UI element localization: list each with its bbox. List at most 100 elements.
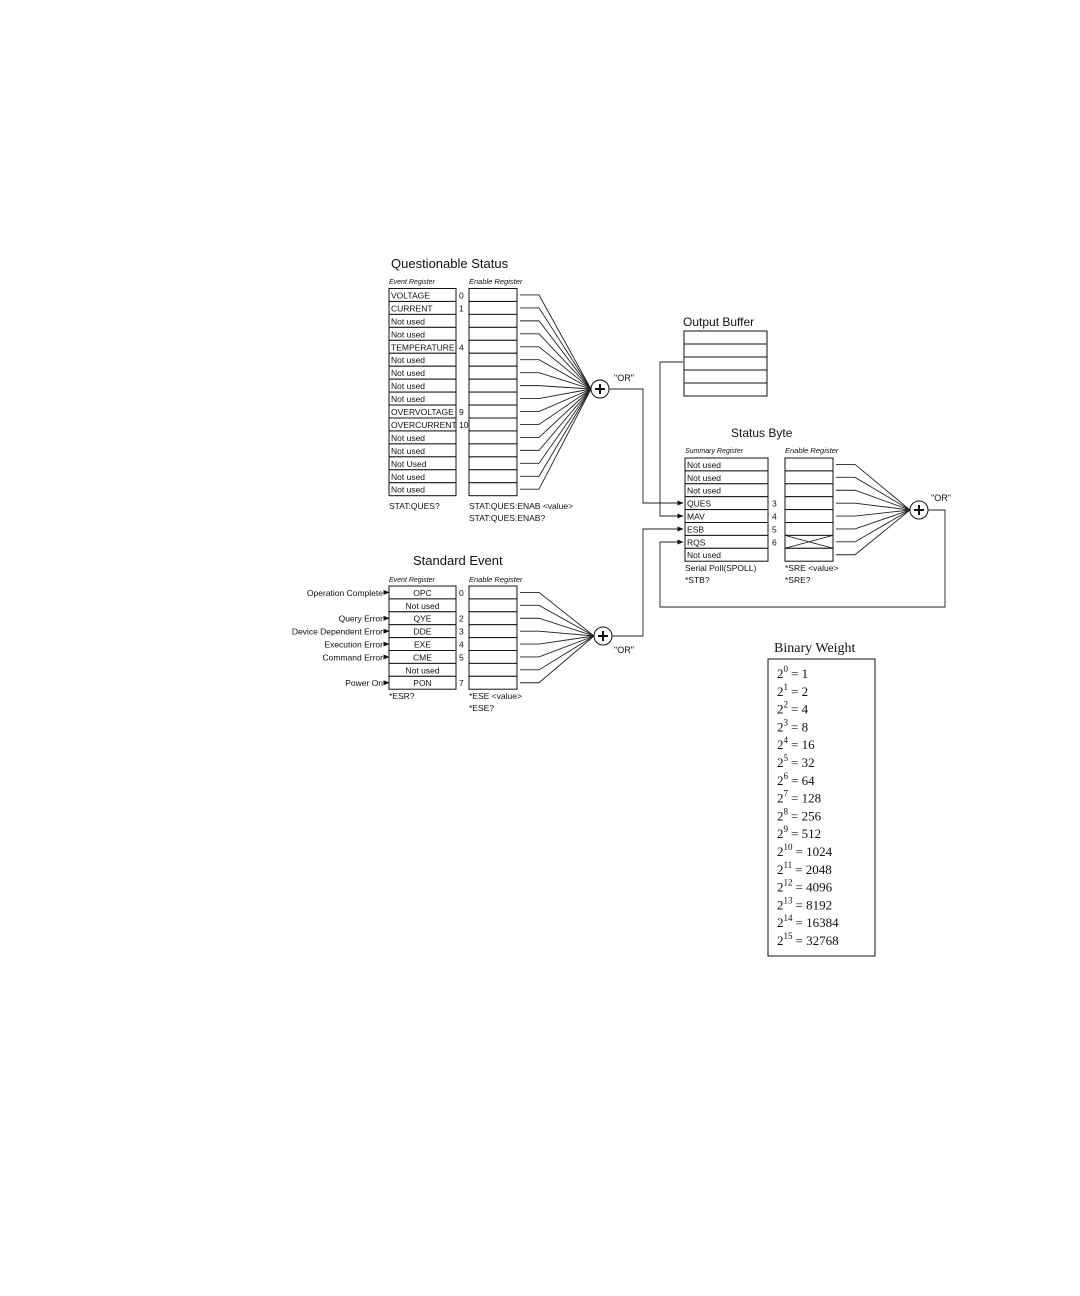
ques-enable-cell (468, 288, 518, 302)
std-event-bit-name: DDE (414, 627, 432, 637)
std-event-or-wire (520, 635, 595, 671)
binary-weight-row: 28= 256 (777, 806, 822, 823)
esb-wire (612, 526, 684, 637)
binary-weight-row: 26= 64 (777, 771, 815, 788)
std-event-input-label: Operation Complete (307, 588, 383, 598)
binary-weight-row: 213= 8192 (777, 895, 832, 912)
std-event-enable-cell (468, 675, 518, 690)
binary-weight-row: 214= 16384 (777, 913, 839, 930)
weight-value: = 16 (791, 737, 815, 752)
weight-value: = 256 (791, 808, 822, 823)
status-byte-bit-number: 5 (772, 524, 777, 534)
ques-or-wire (520, 388, 592, 490)
ques-or-wire (520, 388, 592, 438)
status-byte-enable-cell (784, 522, 834, 536)
weight-exponent: 4 (784, 735, 789, 745)
weight-value: = 4096 (796, 880, 833, 895)
status-byte-enable-cell (784, 483, 834, 498)
weight-exponent: 12 (784, 878, 793, 888)
status-byte-or-wire (836, 509, 911, 517)
std-event-enable-cell (468, 650, 518, 664)
std-event-or-wire (520, 617, 595, 637)
ques-or-wire (520, 388, 592, 412)
weight-base: 2 (777, 826, 784, 841)
binary-weight-box (767, 658, 876, 957)
ques-or-wire (520, 388, 592, 477)
std-event-bit-name: OPC (413, 588, 431, 598)
ques-bit-name: Not used (391, 368, 425, 378)
weight-base: 2 (777, 844, 784, 859)
ques-or-wire (520, 346, 592, 390)
status-byte-or-label: "OR" (931, 493, 951, 503)
binary-weight-row: 24= 16 (777, 735, 815, 752)
std-event-enable-cell (468, 637, 518, 651)
ques-bit-number: 0 (459, 290, 464, 300)
ques-enable-cell (468, 326, 518, 341)
ques-or-wire (520, 388, 592, 451)
weight-value: = 1024 (796, 844, 833, 859)
weight-exponent: 5 (784, 753, 789, 763)
weight-base: 2 (777, 773, 784, 788)
weight-base: 2 (777, 755, 784, 770)
ques-or-wire (520, 388, 592, 425)
output-buffer-slot (683, 356, 768, 371)
std-event-input-label: Command Error (323, 652, 384, 662)
status-byte-bit-name: RQS (687, 537, 706, 547)
weight-base: 2 (777, 897, 784, 912)
binary-weight-title: Binary Weight (774, 641, 856, 656)
binary-weight-group: Binary Weight 20= 121= 222= 423= 824= 16… (767, 641, 876, 957)
weight-exponent: 13 (784, 895, 794, 905)
std-event-or-wire (520, 592, 595, 637)
weight-base: 2 (777, 737, 784, 752)
weight-value: = 32768 (796, 933, 839, 948)
ques-bit-name: TEMPERATURE (391, 342, 455, 352)
std-event-bit-number: 3 (459, 627, 464, 637)
status-byte-group: Status Byte Summary Register Enable Regi… (684, 426, 951, 585)
weight-value: = 2 (791, 684, 808, 699)
ques-bit-name: Not used (391, 446, 425, 456)
weight-value: = 4 (791, 702, 809, 717)
weight-exponent: 0 (784, 664, 789, 674)
ques-bit-name: Not used (391, 433, 425, 443)
ques-enable-cell (468, 378, 518, 393)
std-event-bit-number: 4 (459, 640, 464, 650)
ques-bit-name: Not used (391, 316, 425, 326)
esr-query: *ESR? (389, 691, 415, 701)
rqs-feedback-wire (659, 509, 946, 608)
std-event-bit-name: PON (413, 678, 431, 688)
weight-exponent: 1 (784, 682, 789, 692)
ese-query: *ESE? (469, 703, 494, 713)
std-event-enable-cell (468, 624, 518, 639)
ques-bit-name: CURRENT (391, 303, 433, 313)
std-event-input-label: Query Error (339, 614, 384, 624)
binary-weight-row: 215= 32768 (777, 931, 839, 948)
weight-value: = 8192 (796, 897, 833, 912)
weight-exponent: 10 (784, 842, 794, 852)
ques-or-wire (520, 333, 592, 390)
weight-exponent: 15 (784, 931, 794, 941)
serial-poll-command: Serial Poll(SPOLL) (685, 563, 757, 573)
standard-event-or-label: "OR" (614, 645, 634, 655)
connection-wires (609, 361, 946, 637)
weight-base: 2 (777, 880, 784, 895)
mav-wire (659, 361, 684, 519)
weight-exponent: 6 (784, 771, 789, 781)
ques-bit-number: 1 (459, 303, 464, 313)
weight-base: 2 (777, 702, 784, 717)
ques-or-wire (520, 372, 592, 390)
std-event-bit-name: Not used (405, 665, 439, 675)
status-byte-enable-cell (784, 496, 834, 511)
status-byte-or-wire (836, 509, 911, 543)
ques-or-wire (520, 388, 592, 464)
ese-command: *ESE <value> (469, 691, 522, 701)
weight-value: = 8 (791, 719, 808, 734)
weight-value: = 64 (791, 773, 815, 788)
ques-bit-name: Not used (391, 329, 425, 339)
standard-event-register-label: Event Register (389, 577, 436, 584)
ques-bit-name: Not used (391, 394, 425, 404)
sre-command: *SRE <value> (785, 563, 838, 573)
weight-base: 2 (777, 791, 784, 806)
std-event-bit-name: QYE (414, 614, 432, 624)
